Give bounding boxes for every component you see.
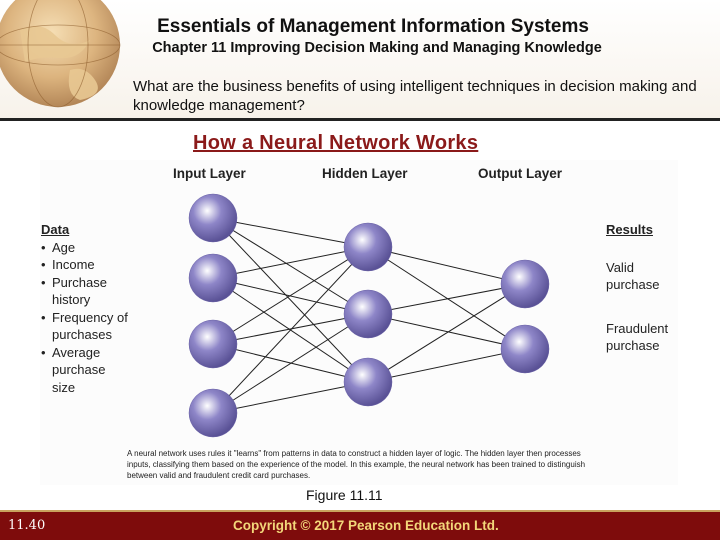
- network-connection: [212, 246, 369, 414]
- slide-number: 11.40: [8, 518, 46, 533]
- network-connection: [212, 217, 369, 315]
- results-heading: Results: [606, 222, 653, 237]
- input-node: [188, 319, 238, 369]
- data-item-purchase-history: Purchase history: [41, 274, 121, 309]
- data-item-age: Age: [41, 239, 151, 257]
- network-connection: [212, 217, 369, 248]
- figure-caption: A neural network uses rules it "learns" …: [127, 449, 586, 480]
- header-divider: [0, 118, 720, 121]
- network-connection: [367, 283, 526, 383]
- hidden-node: [343, 222, 393, 272]
- network-connection: [367, 283, 526, 315]
- data-heading: Data: [41, 222, 70, 237]
- diagram-title: How a Neural Network Works: [193, 132, 479, 154]
- data-item-frequency: Frequency of purchases: [41, 309, 151, 344]
- output-node: [500, 259, 550, 309]
- slide-footer: 11.40 Copyright © 2017 Pearson Education…: [0, 510, 720, 540]
- network-connection: [212, 246, 369, 345]
- hidden-node: [343, 357, 393, 407]
- question-text: What are the business benefits of using …: [133, 78, 697, 114]
- network-connection: [212, 313, 369, 414]
- network-connection: [212, 313, 369, 345]
- output-layer-label: Output Layer: [478, 166, 563, 181]
- input-node: [188, 253, 238, 303]
- input-layer-label: Input Layer: [173, 166, 246, 181]
- neural-network-diagram: [188, 193, 550, 438]
- result-fraudulent: Fraudulent purchase: [606, 320, 669, 354]
- network-connection: [367, 246, 526, 285]
- data-block: Data Age Income Purchase history Frequen…: [41, 221, 151, 396]
- header-title: Essentials of Management Information Sys…: [157, 16, 589, 37]
- network-connection: [212, 246, 369, 279]
- hidden-node: [343, 289, 393, 339]
- input-node: [188, 388, 238, 438]
- network-connection: [367, 246, 526, 350]
- data-item-income: Income: [41, 256, 151, 274]
- network-connection: [212, 381, 369, 414]
- copyright-text: Copyright © 2017 Pearson Education Ltd.: [233, 518, 499, 533]
- output-node: [500, 324, 550, 374]
- data-list: Age Income Purchase history Frequency of…: [41, 239, 151, 397]
- results-block: Results Valid purchase Fraudulent purcha…: [606, 221, 686, 355]
- figure-label: Figure 11.11: [306, 487, 383, 503]
- header-subtitle: Chapter 11 Improving Decision Making and…: [152, 40, 602, 56]
- globe-icon: [0, 0, 121, 108]
- input-node: [188, 193, 238, 243]
- data-item-average-size: Average purchase size: [41, 344, 121, 397]
- network-connection: [367, 348, 526, 383]
- network-connection: [212, 217, 369, 383]
- result-valid: Valid purchase: [606, 259, 660, 293]
- slide-header: Essentials of Management Information Sys…: [0, 0, 720, 120]
- hidden-layer-label: Hidden Layer: [322, 166, 408, 181]
- network-connection: [367, 313, 526, 350]
